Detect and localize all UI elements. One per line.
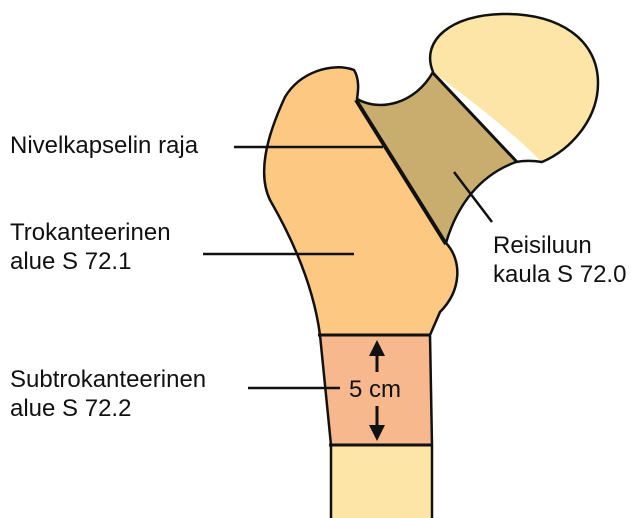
- measure-label: 5 cm: [349, 376, 401, 404]
- label-capsule-boundary: Nivelkapselin raja: [10, 131, 198, 160]
- label-subtrochanteric-line1: Subtrokanteerinen: [10, 365, 206, 394]
- label-neck-line2: kaula S 72.0: [493, 260, 626, 289]
- label-trochanteric-line2: alue S 72.1: [10, 247, 131, 276]
- label-subtrochanteric-line2: alue S 72.2: [10, 394, 131, 423]
- label-neck-line1: Reisiluun: [493, 231, 592, 260]
- femoral-shaft: [331, 445, 432, 518]
- label-trochanteric-line1: Trokanteerinen: [10, 218, 171, 247]
